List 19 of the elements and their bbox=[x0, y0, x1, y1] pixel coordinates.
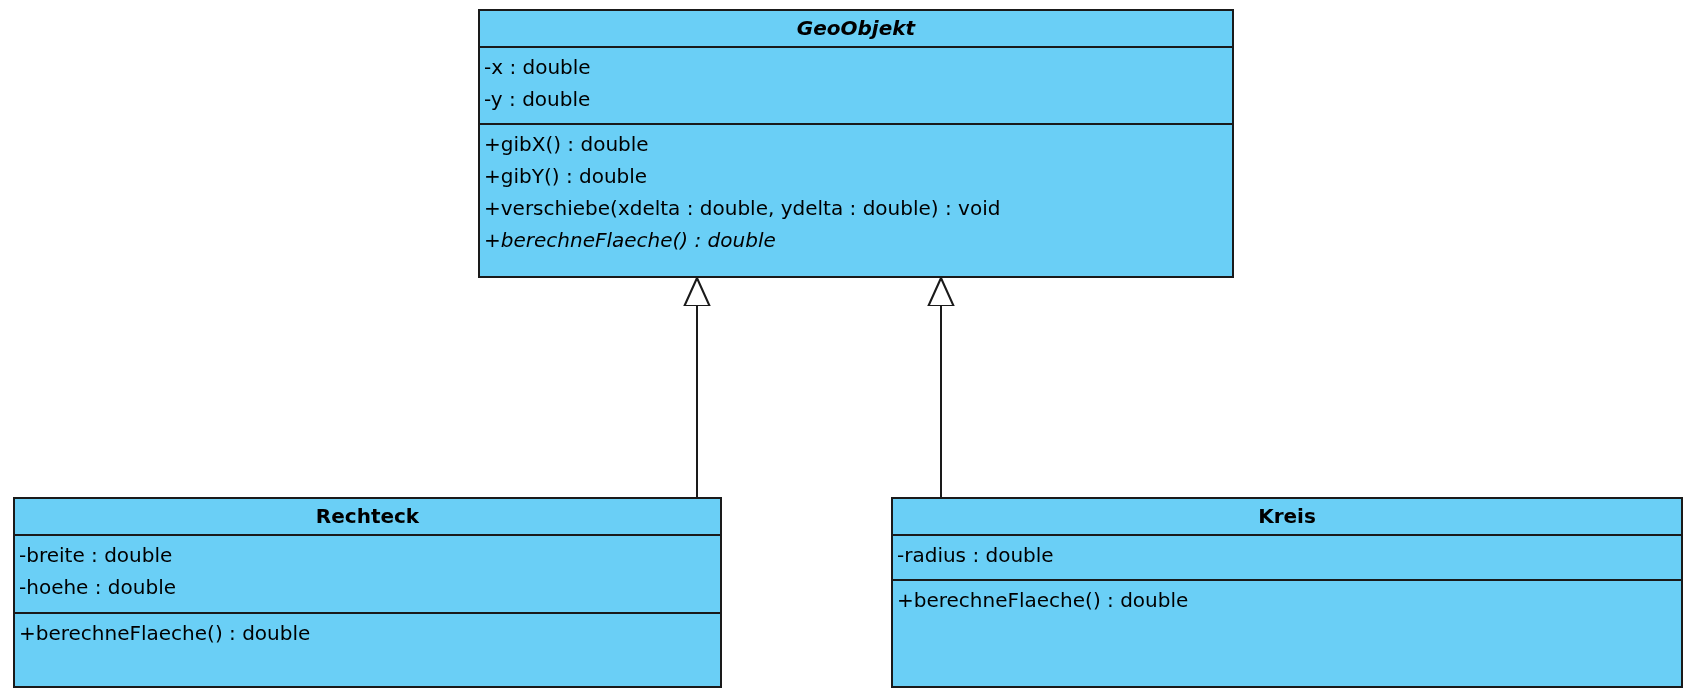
method-text: +berechneFlaeche() : double bbox=[484, 227, 777, 254]
attribute-text: -radius : double bbox=[897, 542, 1055, 569]
method-text: +verschiebe(xdelta : double, ydelta : double) : void bbox=[484, 195, 1002, 222]
method-text: +gibX() : double bbox=[484, 131, 650, 158]
method-text: +berechneFlaeche() : double bbox=[897, 587, 1190, 614]
attribute-text: -x : double bbox=[484, 54, 592, 81]
method-text: +gibY() : double bbox=[484, 163, 649, 190]
class-box bbox=[13, 497, 722, 688]
inheritance-arrow bbox=[927, 276, 955, 498]
attribute-text: -hoehe : double bbox=[19, 574, 178, 601]
class-name: GeoObjekt bbox=[795, 15, 917, 41]
class-box bbox=[478, 9, 1234, 278]
class-name: Rechteck bbox=[314, 503, 421, 529]
inheritance-arrow bbox=[683, 276, 711, 498]
attribute-text: -breite : double bbox=[19, 542, 174, 569]
class-name: Kreis bbox=[1257, 503, 1317, 529]
class-box bbox=[891, 497, 1683, 688]
method-text: +berechneFlaeche() : double bbox=[19, 620, 312, 647]
attribute-text: -y : double bbox=[484, 86, 592, 113]
